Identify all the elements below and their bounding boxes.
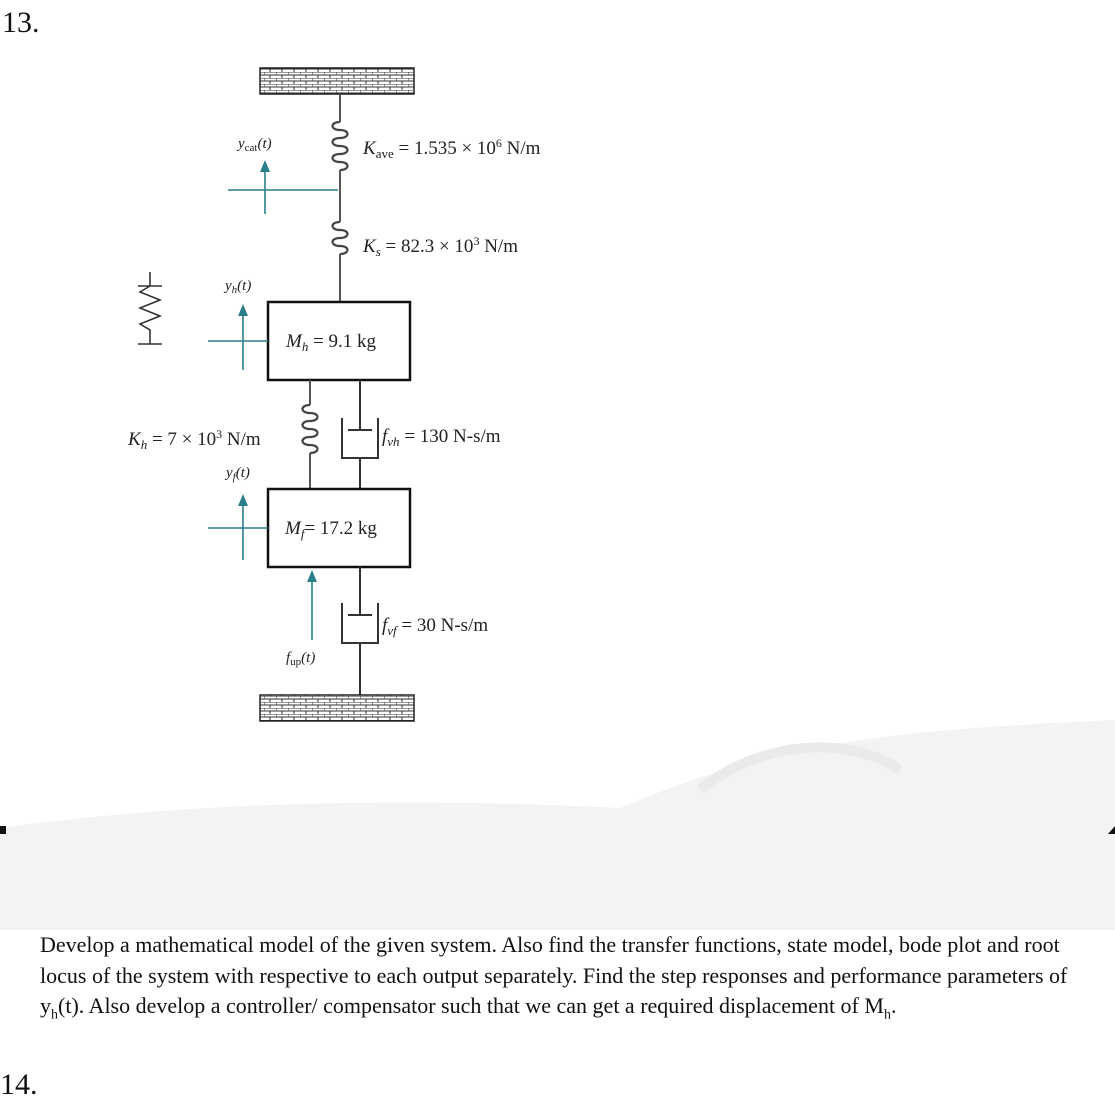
label-k-s: Ks = 82.3 × 103 N/m <box>362 234 518 259</box>
question-text: Develop a mathematical model of the give… <box>40 932 1068 1023</box>
bottom-ground <box>259 694 415 722</box>
mass-box-mf <box>266 487 412 569</box>
damper-f-vh <box>341 380 379 489</box>
watermark-smudge <box>0 720 1115 930</box>
label-k-ave: Kave = 1.535 × 106 N/m <box>362 136 541 161</box>
label-k-h: Kh = 7 × 103 N/m <box>127 427 261 452</box>
y-h-arrow <box>208 304 268 370</box>
f-up-arrow <box>307 570 317 640</box>
spring-k-ave <box>331 120 349 172</box>
spring-symbol-icon <box>137 272 163 345</box>
y-cat-arrow <box>228 160 338 214</box>
next-question-number: 14. <box>0 1068 38 1101</box>
spring-k-h <box>301 403 319 455</box>
label-y-h: yh(t) <box>223 278 251 296</box>
damper-f-vf <box>341 567 379 695</box>
label-y-f: yf(t) <box>224 465 250 483</box>
y-f-arrow <box>208 494 268 560</box>
top-ground <box>259 67 415 95</box>
label-m-f: Mf= 17.2 kg <box>284 518 377 541</box>
label-f-up: fup(t) <box>286 650 315 668</box>
label-m-h: Mh = 9.1 kg <box>285 331 377 354</box>
label-f-vf: fvf = 30 N-s/m <box>382 615 488 638</box>
mechanical-system-diagram: ycat(t) Kave = 1.535 × 106 N/m Ks = 82.3… <box>127 67 541 722</box>
question-number: 13. <box>2 6 40 39</box>
label-y-cat: ycat(t) <box>236 136 272 154</box>
spring-k-s <box>331 220 349 256</box>
label-f-vh: fvh = 130 N-s/m <box>382 426 501 449</box>
